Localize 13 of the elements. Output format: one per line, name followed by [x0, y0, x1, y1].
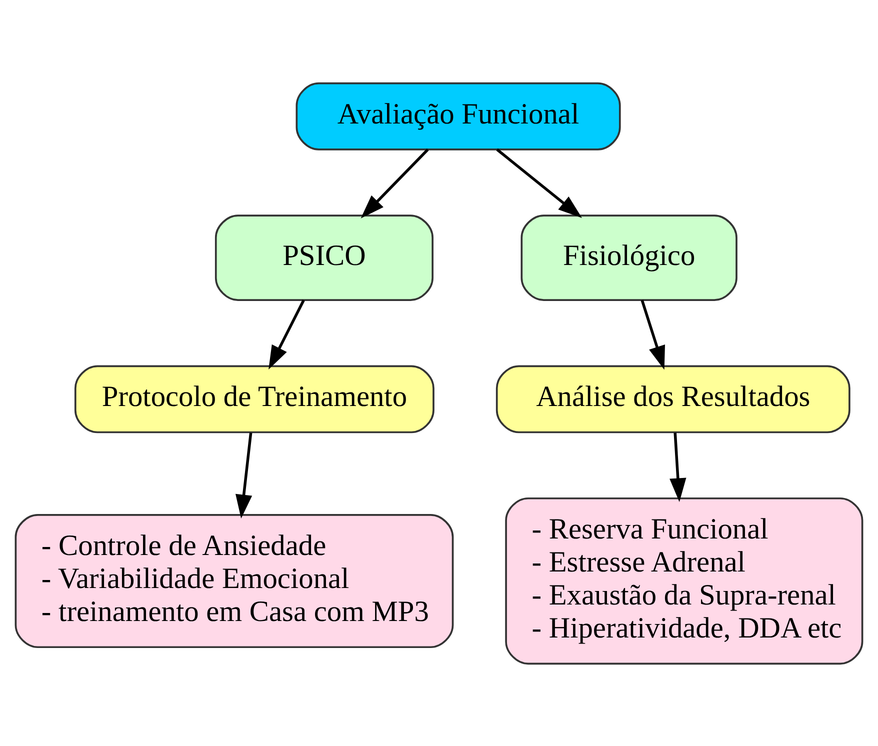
arrow: [496, 148, 582, 218]
arrow: [670, 432, 686, 502]
arrow: [268, 299, 305, 370]
node-box: Análise dos Resultados: [496, 364, 850, 433]
arrow: [236, 432, 252, 518]
node-box: - Controle de Ansiedade - Variabilidade Emocional - treinamento em Casa com MP3: [14, 513, 454, 648]
node-box: - Reserva Funcional - Estresse Adrenal - Exaustão da Supra-renal - Hiperatividade, DDA etc: [505, 496, 864, 664]
node-box: PSICO: [214, 214, 434, 300]
node-box: Fisiológico: [520, 214, 738, 300]
arrow: [640, 299, 665, 370]
arrow: [360, 148, 429, 218]
node-box: Protocolo de Treinamento: [74, 364, 434, 433]
node-box: Avaliação Funcional: [296, 82, 621, 150]
